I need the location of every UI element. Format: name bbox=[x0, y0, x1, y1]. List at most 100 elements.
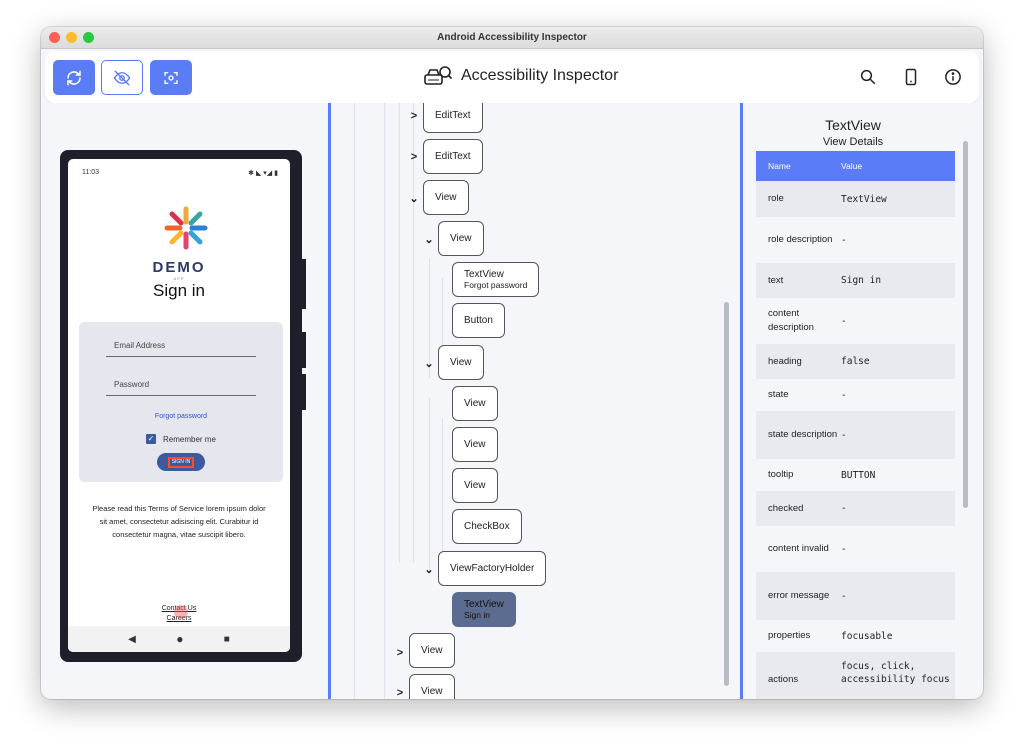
password-field[interactable]: Password bbox=[106, 374, 256, 396]
remember-me-checkbox[interactable]: ✓ Remember me bbox=[146, 434, 216, 444]
close-window-button[interactable] bbox=[49, 32, 60, 43]
collapse-chevron-icon[interactable]: ⌄ bbox=[424, 233, 434, 246]
tree-scrollbar[interactable] bbox=[724, 302, 729, 686]
view-tree-pane: > EditText > EditText ⌄ View ⌄ View Text… bbox=[331, 103, 739, 699]
info-button[interactable] bbox=[942, 66, 964, 88]
row-name: tooltip bbox=[768, 469, 794, 480]
details-scrollbar[interactable] bbox=[963, 141, 968, 508]
tree-guide bbox=[429, 258, 430, 378]
tree-node[interactable]: View bbox=[452, 386, 498, 421]
touch-indicator bbox=[174, 605, 188, 619]
collapse-chevron-icon[interactable]: ⌄ bbox=[409, 192, 419, 205]
tree-node-label: View bbox=[421, 686, 443, 697]
tree-node-label: TextView bbox=[464, 269, 504, 280]
tree-node-label: ViewFactoryHolder bbox=[450, 563, 535, 574]
row-name: state description bbox=[768, 429, 838, 440]
expand-chevron-icon[interactable]: > bbox=[410, 151, 418, 163]
forgot-password-link[interactable]: Forgot password bbox=[154, 413, 208, 420]
minimize-window-button[interactable] bbox=[66, 32, 77, 43]
search-icon bbox=[860, 69, 876, 85]
phone-screen[interactable]: 11:03 ✱ ◣ ▾◢ ▮ DEMO A bbox=[68, 159, 290, 652]
tree-node-label: View bbox=[435, 192, 457, 203]
header-value: Value bbox=[841, 161, 863, 171]
row-value: focusable bbox=[841, 630, 893, 642]
tree-node[interactable]: CheckBox bbox=[452, 509, 522, 544]
tree-node[interactable]: View bbox=[452, 468, 498, 503]
row-value: - bbox=[841, 543, 847, 555]
tree-node-label: View bbox=[464, 480, 486, 491]
zoom-window-button[interactable] bbox=[83, 32, 94, 43]
expand-chevron-icon[interactable]: > bbox=[396, 647, 404, 659]
app-name-sub: APP bbox=[173, 276, 185, 281]
eye-off-icon bbox=[113, 70, 131, 85]
device-button[interactable] bbox=[900, 66, 922, 88]
app-title-text: Accessibility Inspector bbox=[461, 67, 619, 84]
status-icons: ✱ ◣ ▾◢ ▮ bbox=[248, 170, 278, 177]
terms-text: Please read this Terms of Service lorem … bbox=[92, 504, 266, 539]
tree-node[interactable]: EditText bbox=[423, 103, 483, 133]
expand-chevron-icon[interactable]: > bbox=[410, 110, 418, 122]
refresh-button[interactable] bbox=[53, 60, 95, 95]
row-value: BUTTON bbox=[841, 469, 876, 481]
recents-icon[interactable]: ■ bbox=[223, 633, 230, 645]
tree-node[interactable]: View bbox=[438, 345, 484, 380]
tree-node-label: EditText bbox=[435, 151, 471, 162]
traffic-lights bbox=[49, 32, 94, 43]
capture-button[interactable] bbox=[150, 60, 192, 95]
contact-us-link[interactable]: Contact Us bbox=[161, 605, 197, 612]
tree-node[interactable]: TextView Forgot password bbox=[452, 262, 540, 297]
status-time: 11:03 bbox=[82, 169, 99, 176]
row-name: content invalid bbox=[768, 543, 829, 554]
row-value: - bbox=[841, 315, 847, 327]
phone-frame: 11:03 ✱ ◣ ▾◢ ▮ DEMO A bbox=[60, 150, 302, 662]
row-value: - bbox=[841, 389, 847, 401]
sign-in-button-label: SIGN IN bbox=[167, 456, 195, 468]
header-name: Name bbox=[768, 161, 791, 171]
phone-side-button bbox=[302, 374, 306, 410]
screenshot-icon bbox=[164, 71, 178, 84]
tree-node-label: Button bbox=[464, 315, 493, 326]
home-icon[interactable]: ● bbox=[176, 632, 184, 646]
tree-node[interactable]: Button bbox=[452, 303, 505, 338]
pane-divider[interactable] bbox=[740, 103, 743, 699]
tree-node[interactable]: ViewFactoryHolder bbox=[438, 551, 547, 586]
screen-title: Sign in bbox=[153, 281, 205, 300]
android-nav-bar: ◀ ● ■ bbox=[68, 626, 290, 652]
tree-node-selected[interactable]: TextView Sign in bbox=[452, 592, 516, 627]
tree-node-label: View bbox=[450, 233, 472, 244]
tree-guide bbox=[442, 418, 443, 568]
row-name: role description bbox=[768, 234, 833, 245]
back-icon[interactable]: ◀ bbox=[128, 633, 136, 645]
refresh-icon bbox=[67, 70, 81, 85]
tree-node-label: View bbox=[421, 645, 443, 656]
table-row: state- bbox=[756, 379, 955, 411]
row-value: - bbox=[841, 590, 847, 602]
tree-node-label: View bbox=[464, 398, 486, 409]
toolbar: Accessibility Inspector bbox=[45, 51, 979, 103]
sign-in-button[interactable]: SIGN IN bbox=[157, 453, 205, 471]
row-value: TextView bbox=[841, 193, 887, 205]
tree-node[interactable]: View bbox=[438, 221, 484, 256]
tree-node[interactable]: View bbox=[409, 633, 455, 668]
toggle-visibility-button[interactable] bbox=[101, 60, 143, 95]
search-button[interactable] bbox=[857, 66, 879, 88]
expand-chevron-icon[interactable]: > bbox=[396, 687, 404, 699]
tree-node[interactable]: View bbox=[452, 427, 498, 462]
tree-node[interactable]: EditText bbox=[423, 139, 483, 174]
tree-node[interactable]: View bbox=[423, 180, 469, 215]
collapse-chevron-icon[interactable]: ⌄ bbox=[424, 357, 434, 370]
pane-divider[interactable] bbox=[328, 103, 331, 699]
collapse-chevron-icon[interactable]: ⌄ bbox=[424, 563, 434, 576]
careers-link[interactable]: Careers bbox=[166, 615, 192, 622]
table-row: content description - bbox=[756, 298, 955, 344]
row-name: content description bbox=[768, 308, 814, 333]
tree-node[interactable]: View bbox=[409, 674, 455, 699]
tree-node-label: CheckBox bbox=[464, 521, 510, 532]
tree-guide bbox=[413, 103, 414, 563]
email-field[interactable]: Email Address bbox=[106, 335, 256, 357]
inspector-logo-icon bbox=[424, 66, 453, 85]
